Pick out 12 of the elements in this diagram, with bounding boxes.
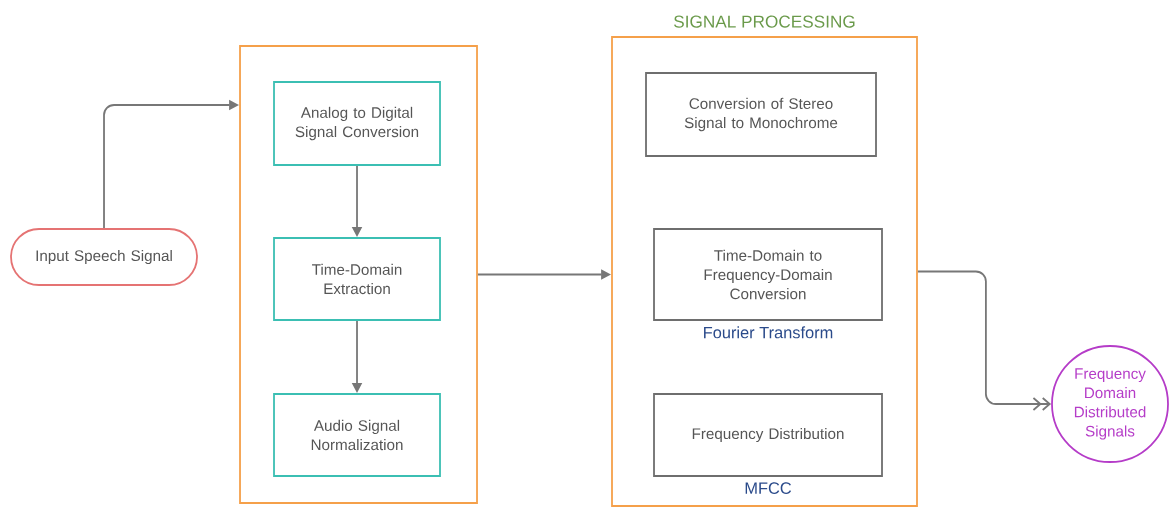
node-label: MFCC xyxy=(745,482,792,494)
process-box: Frequency Distribution xyxy=(653,393,883,477)
heading: SIGNAL PROCESSING xyxy=(674,15,855,28)
terminal-box: Input Speech Signal xyxy=(10,228,198,286)
node-label: Fourier Transform xyxy=(704,326,833,339)
process-box: Time-Domain Extraction xyxy=(273,237,441,321)
arrow xyxy=(917,270,1052,411)
process-box: Conversion of Stereo Signal to Monochrome xyxy=(645,72,877,157)
group-box xyxy=(239,45,478,504)
process-box: Audio Signal Normalization xyxy=(273,393,441,477)
process-box: Analog to Digital Signal Conversion xyxy=(273,81,441,166)
process-box: Time-Domain to Frequency-Domain Conversion xyxy=(653,228,883,321)
